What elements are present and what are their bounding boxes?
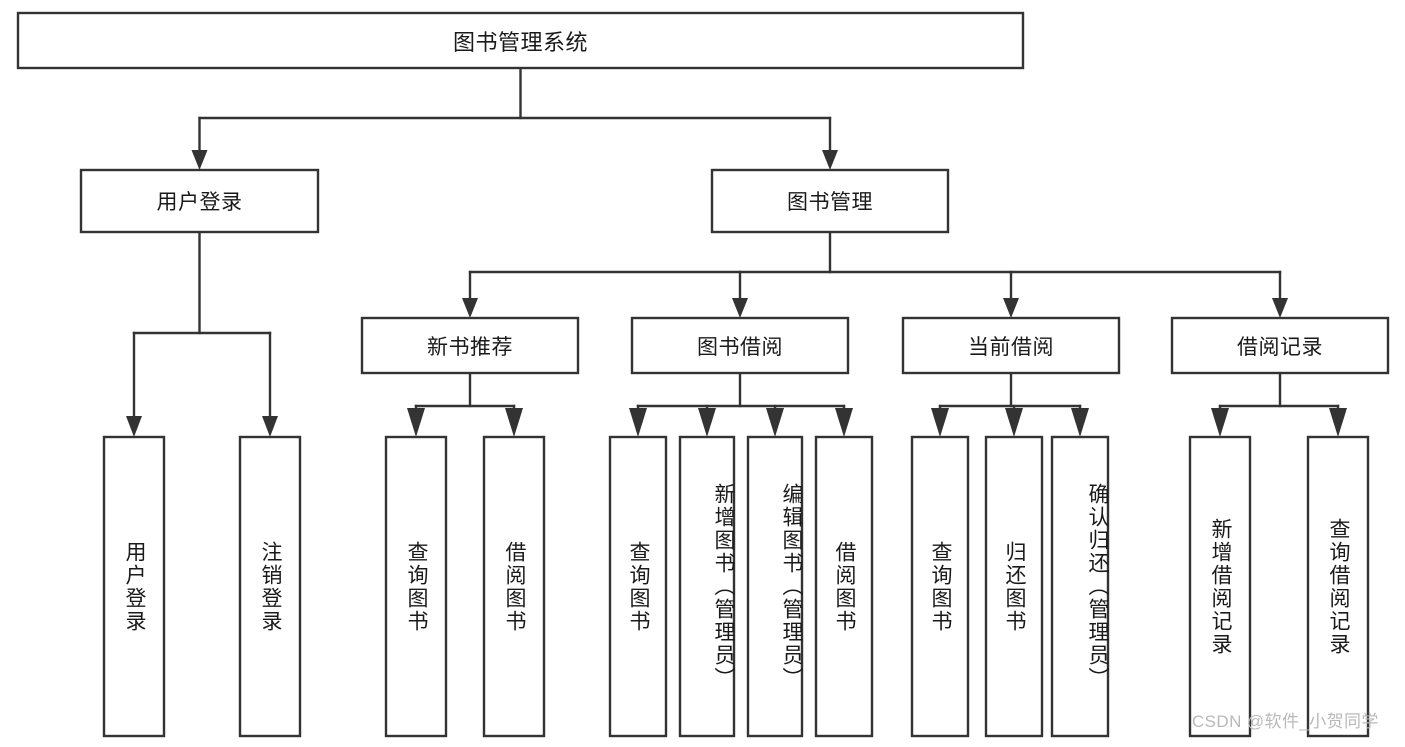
arrow-head-leaf-query-book-borrow — [629, 408, 647, 437]
arrow-head-book-manage — [822, 150, 838, 170]
arrow-head-leaf-add-book — [698, 408, 716, 437]
node-box-leaf-add-record[interactable] — [1188, 435, 1252, 738]
arrow-head-leaf-confirm-return — [1071, 408, 1089, 437]
arrow-head-leaf-borrow-book — [835, 408, 853, 437]
arrow-head-new-book-rec — [462, 298, 478, 318]
arrow-head-leaf-add-record — [1211, 408, 1229, 437]
node-box-user-login[interactable] — [79, 168, 320, 234]
arrow-head-leaf-user-login — [126, 416, 142, 437]
node-box-leaf-borrow-book[interactable] — [814, 435, 874, 738]
node-box-leaf-query-book-cur[interactable] — [910, 435, 970, 738]
node-box-leaf-confirm-return[interactable] — [1050, 435, 1110, 738]
node-box-leaf-edit-book[interactable] — [746, 435, 804, 738]
node-box-borrow-record[interactable] — [1170, 316, 1390, 375]
node-box-leaf-query-record[interactable] — [1306, 435, 1370, 738]
node-box-book-manage[interactable] — [710, 168, 950, 234]
node-box-leaf-user-logout[interactable] — [238, 435, 302, 738]
arrow-head-leaf-query-book-cur — [931, 408, 949, 437]
arrow-head-leaf-return-book — [1005, 408, 1023, 437]
arrow-head-leaf-user-logout — [262, 416, 278, 437]
arrow-head-book-borrow — [732, 298, 748, 318]
node-box-layer — [16, 11, 1390, 738]
node-box-new-book-rec[interactable] — [360, 316, 580, 375]
arrow-head-leaf-query-record — [1329, 408, 1347, 437]
arrow-head-borrow-record — [1272, 298, 1288, 318]
node-box-leaf-add-book[interactable] — [678, 435, 736, 738]
arrow-head-leaf-query-book-rec — [407, 408, 425, 437]
connector-layer — [126, 66, 1347, 437]
arrow-head-current-borrow — [1003, 298, 1019, 318]
arrow-head-user-login — [191, 150, 208, 170]
arrow-head-leaf-edit-book — [766, 408, 784, 437]
arrow-head-leaf-borrow-book-rec — [505, 408, 523, 437]
node-box-leaf-borrow-book-rec[interactable] — [482, 435, 546, 738]
node-box-root[interactable] — [16, 11, 1025, 70]
node-box-leaf-return-book[interactable] — [984, 435, 1044, 738]
node-box-book-borrow[interactable] — [630, 316, 850, 375]
csdn-watermark: CSDN @软件_小贺同学 — [1192, 712, 1379, 731]
node-box-current-borrow[interactable] — [901, 316, 1121, 375]
node-box-leaf-user-login[interactable] — [102, 435, 166, 738]
node-box-leaf-query-book-borrow[interactable] — [608, 435, 668, 738]
node-box-leaf-query-book-rec[interactable] — [384, 435, 448, 738]
